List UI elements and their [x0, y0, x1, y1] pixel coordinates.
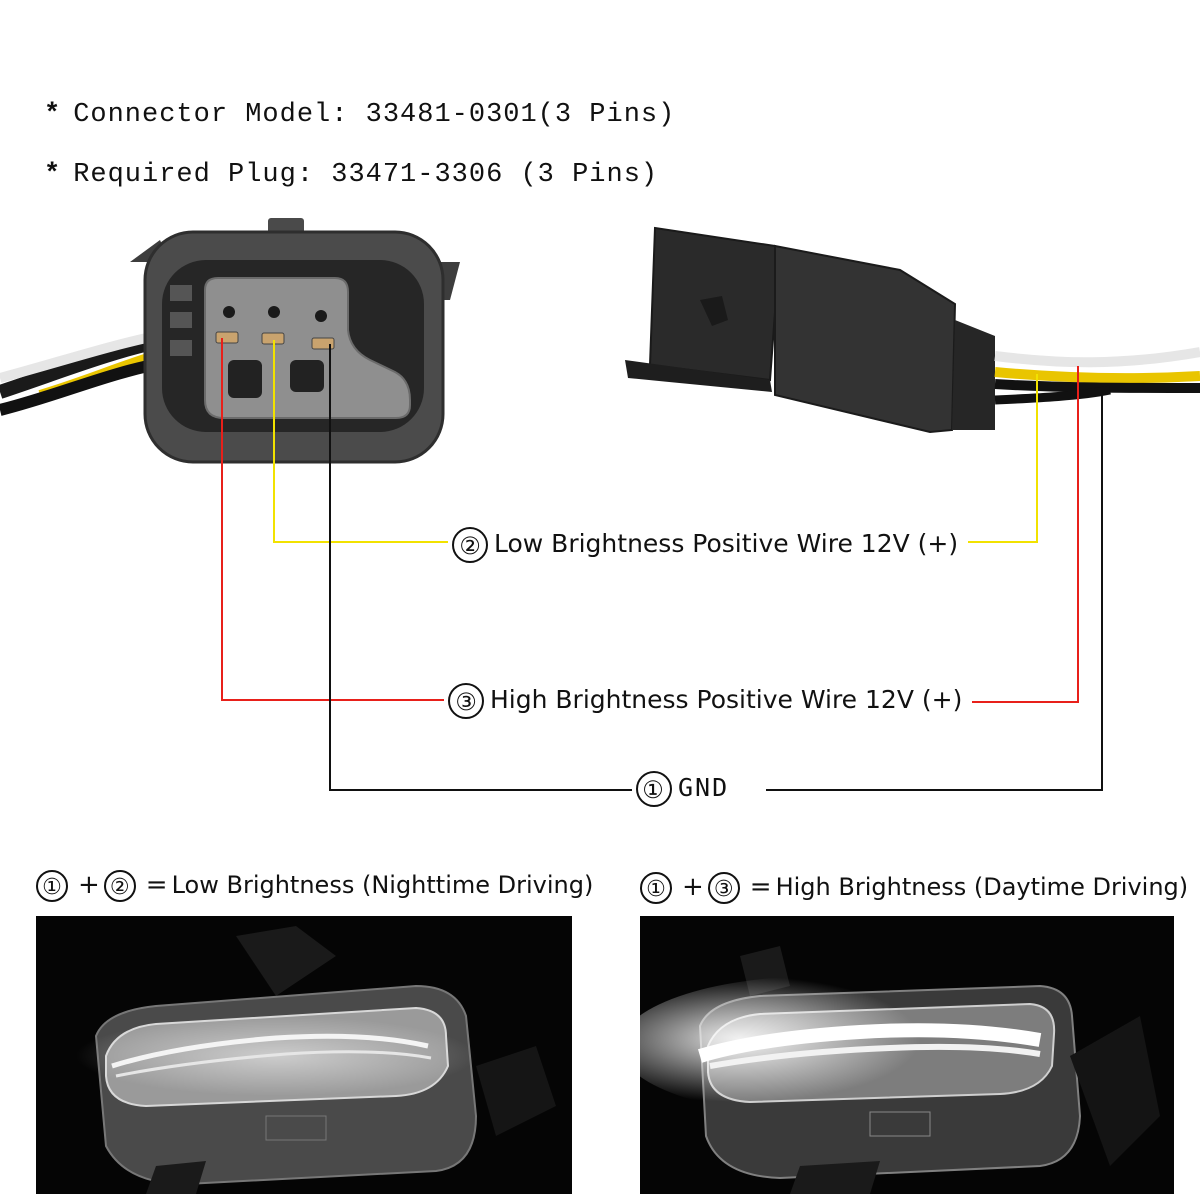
wire-leads-right — [766, 366, 1103, 791]
drl-lamp-low-brightness-photo — [36, 916, 572, 1194]
bullet-star: * — [44, 160, 62, 190]
required-plug-note: * Required Plug: 33471-3306 (3 Pins) — [44, 160, 658, 190]
plus-sign: + — [78, 870, 100, 900]
wire-number-2: ② — [452, 527, 488, 563]
gnd-wire-text: GND — [678, 773, 730, 802]
combo-number-1: ① — [640, 872, 672, 904]
low-brightness-combo-caption: ① +② =Low Brightness (Nighttime Driving) — [36, 870, 593, 902]
high-brightness-combo-caption: ① +③ =High Brightness (Daytime Driving) — [640, 872, 1188, 904]
required-plug-text: Required Plug: 33471-3306 (3 Pins) — [73, 160, 659, 190]
connector-plug-3pin — [625, 226, 995, 434]
drl-lamp-low-image — [76, 926, 556, 1194]
high-brightness-wire-text: High Brightness Positive Wire 12V (+) — [490, 685, 963, 714]
low-brightness-wire-text: Low Brightness Positive Wire 12V (+) — [494, 529, 959, 558]
wiring-diagram — [0, 218, 1200, 791]
left-harness-cables — [0, 329, 170, 416]
high-brightness-combo-text: High Brightness (Daytime Driving) — [775, 873, 1189, 901]
wire-number-1: ① — [636, 771, 672, 807]
drl-lamp-high-image — [640, 946, 1160, 1194]
low-brightness-combo-text: Low Brightness (Nighttime Driving) — [171, 871, 594, 899]
connector-model-text: Connector Model: 33481-0301(3 Pins) — [73, 100, 676, 130]
bullet-star: * — [44, 100, 62, 130]
combo-number-3: ③ — [707, 872, 740, 904]
equals-sign: = — [749, 872, 772, 902]
combo-number-1: ① — [36, 870, 68, 902]
connector-socket-3pin — [130, 218, 460, 464]
plus-sign: + — [682, 872, 704, 902]
wire-number-3: ③ — [448, 683, 484, 719]
wire-leads-left — [221, 338, 632, 791]
combo-number-2: ② — [103, 870, 136, 902]
drl-lamp-high-brightness-photo — [640, 916, 1174, 1194]
right-harness-cables — [994, 347, 1200, 405]
equals-sign: = — [145, 870, 168, 900]
connector-model-note: * Connector Model: 33481-0301(3 Pins) — [44, 100, 675, 130]
